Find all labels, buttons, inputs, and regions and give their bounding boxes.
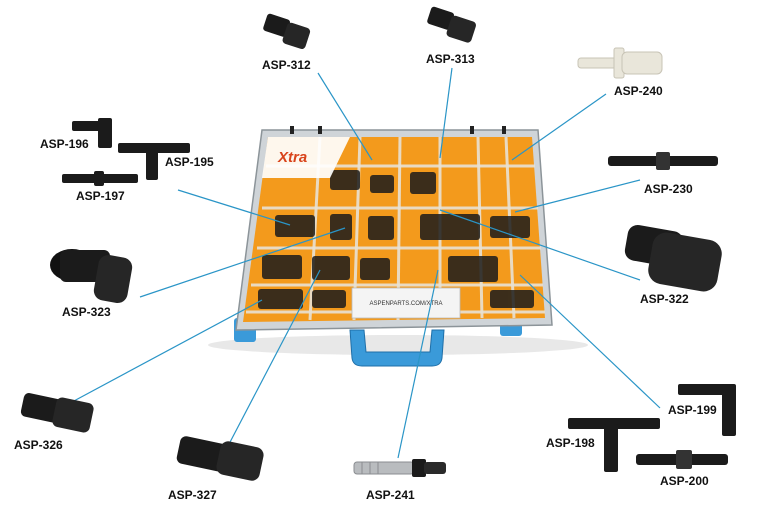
leader-lines [71, 67, 661, 459]
leader-asp-313 [439, 67, 453, 159]
leader-asp-199 [519, 274, 661, 409]
part-label-asp-198: ASP-198 [546, 436, 595, 450]
part-label-asp-196: ASP-196 [40, 137, 89, 151]
case-handle [349, 329, 445, 367]
leader-asp-240 [511, 93, 607, 161]
part-label-asp-312: ASP-312 [262, 58, 311, 72]
part-asp-195-icon [118, 143, 190, 180]
case-logo-card [262, 137, 350, 178]
case-label-sticker [351, 287, 461, 319]
case-label-text: ASPENPARTS.COM/XTRA [369, 301, 442, 307]
leader-asp-326 [71, 299, 263, 403]
part-asp-241-icon [353, 459, 446, 477]
part-asp-326-icon [20, 393, 94, 433]
part-label-asp-199: ASP-199 [668, 403, 717, 417]
part-label-asp-200: ASP-200 [660, 474, 709, 488]
part-asp-322-icon [624, 224, 722, 292]
leader-asp-230 [514, 179, 641, 213]
part-label-asp-230: ASP-230 [644, 182, 693, 196]
part-label-asp-240: ASP-240 [614, 84, 663, 98]
part-label-asp-326: ASP-326 [14, 438, 63, 452]
part-asp-323-icon [50, 249, 133, 304]
case-brand-logo: Xtra [277, 149, 307, 166]
leader-asp-312 [317, 72, 373, 161]
storage-case: Xtra ASPENPARTS.COM/XTRA [208, 126, 588, 367]
part-asp-327-icon [176, 436, 264, 481]
leader-asp-195 [177, 189, 291, 226]
part-label-asp-322: ASP-322 [640, 292, 689, 306]
part-asp-198-icon [568, 418, 660, 472]
leader-asp-323 [139, 227, 346, 298]
part-label-asp-327: ASP-327 [168, 488, 217, 502]
part-label-asp-313: ASP-313 [426, 52, 475, 66]
part-asp-313-icon [427, 6, 476, 43]
part-asp-312-icon [263, 13, 311, 49]
part-asp-240-icon [577, 47, 663, 79]
part-label-asp-323: ASP-323 [62, 305, 111, 319]
part-asp-200-icon [636, 450, 728, 469]
part-asp-230-icon [608, 152, 718, 170]
part-label-asp-195: ASP-195 [165, 155, 214, 169]
leader-asp-241 [397, 269, 439, 459]
part-asp-199-icon [678, 384, 736, 436]
part-label-asp-241: ASP-241 [366, 488, 415, 502]
part-asp-196-icon [72, 118, 112, 148]
leader-asp-327 [227, 269, 321, 447]
part-label-asp-197: ASP-197 [76, 189, 125, 203]
part-asp-197-icon [62, 171, 138, 186]
leader-asp-322 [439, 209, 641, 281]
